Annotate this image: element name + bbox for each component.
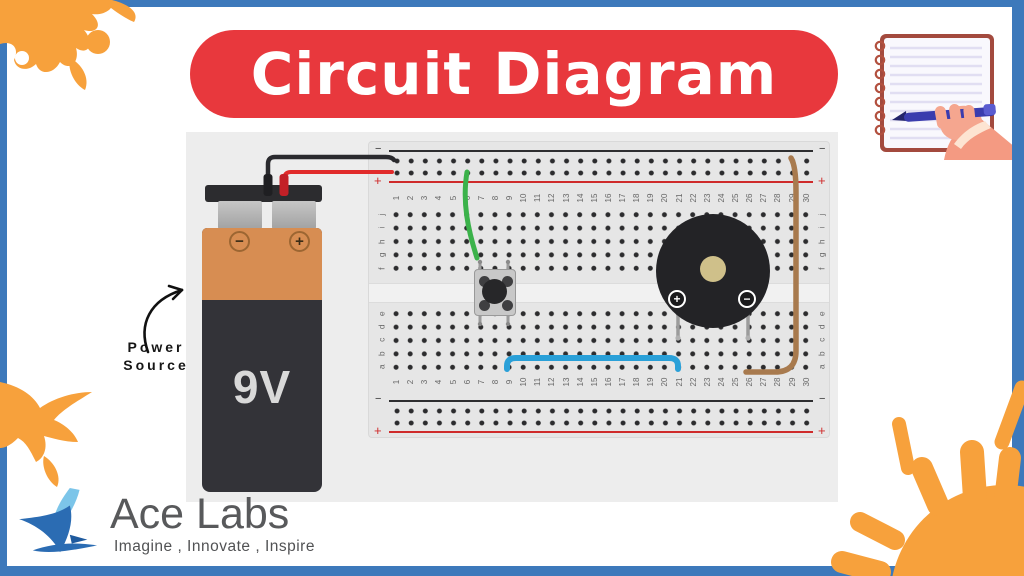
brand-name: Ace Labs [110, 490, 290, 538]
splatter-mid-left [0, 382, 92, 487]
bottom-rail-plus-left: + [374, 423, 382, 438]
buzzer-minus-badge: − [738, 290, 756, 308]
power-source-line1: Power [127, 339, 185, 355]
bottom-positive-rail-line [389, 431, 813, 433]
power-source-arrow [143, 284, 184, 354]
battery-plus-symbol: + [289, 231, 310, 252]
top-rail-holes [390, 155, 814, 179]
buzzer-sound-hole [700, 256, 726, 282]
brown-jumper-wire [743, 155, 799, 375]
bottom-rail-plus-right: + [818, 423, 826, 438]
button-corner-pin [502, 276, 513, 287]
top-rail-plus-right: + [818, 173, 826, 188]
battery-terminal-post-negative [218, 201, 262, 229]
push-button [474, 269, 516, 316]
bottom-rail-minus-left: − [375, 393, 382, 405]
piezo-buzzer: + − [656, 214, 770, 328]
battery-minus-symbol: − [229, 231, 250, 252]
black-wire-plug [263, 174, 273, 196]
button-corner-pin [502, 300, 513, 311]
ace-labs-bird-logo-icon [19, 487, 98, 553]
bottom-negative-rail-line [389, 400, 813, 402]
bottom-rail-holes [390, 405, 814, 429]
splatter-top-left [0, 0, 136, 90]
button-cap [482, 279, 507, 304]
top-negative-rail-line [389, 150, 813, 152]
battery-voltage-label: 9V [232, 361, 292, 413]
button-corner-pin [479, 300, 490, 311]
red-wire-plug [279, 174, 289, 196]
spiral-rings-icon [874, 40, 886, 136]
brand-tagline: Imagine , Innovate , Inspire [114, 538, 315, 555]
button-corner-pin [479, 276, 490, 287]
top-positive-rail-line [389, 181, 813, 183]
bottom-rail-minus-right: − [819, 393, 826, 405]
green-jumper-wire [462, 169, 480, 261]
battery-cap [205, 185, 322, 202]
black-wire-negative [265, 154, 397, 183]
pushbutton-pin-tips [477, 259, 511, 327]
power-source-label: Power Source [112, 338, 200, 374]
page-title: Circuit Diagram [250, 40, 778, 108]
notebook-writing-hand-illustration [874, 34, 1016, 160]
top-rail-plus-left: + [374, 173, 382, 188]
writing-hand-icon [892, 103, 1016, 160]
battery-terminal-post-positive [272, 201, 316, 229]
title-banner: Circuit Diagram [190, 30, 838, 118]
power-source-line2: Source [123, 357, 189, 374]
red-wire-positive [282, 170, 394, 182]
buzzer-plus-badge: + [668, 290, 686, 308]
top-rail-minus-left: − [375, 143, 382, 155]
splatter-bottom-right [831, 380, 1024, 576]
top-rail-minus-right: − [819, 143, 826, 155]
blue-jumper-wire [504, 355, 681, 372]
